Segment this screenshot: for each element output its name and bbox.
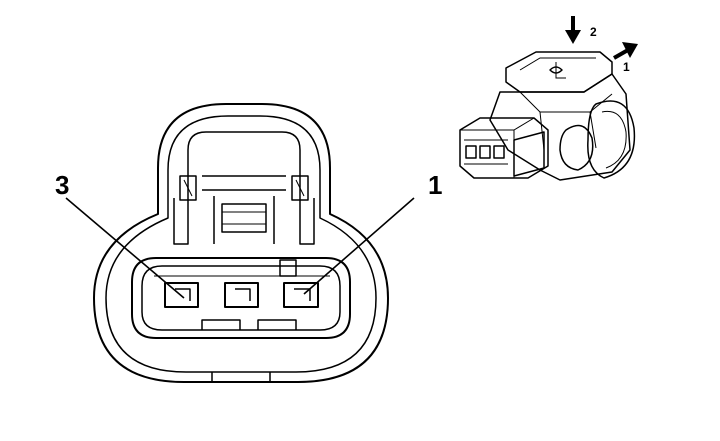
- pin-label-1: 1: [428, 170, 442, 200]
- iso-seal-ring: [587, 100, 636, 179]
- iso-pin-slot-3: [493, 145, 505, 159]
- leader-line-pin-3: [65, 197, 185, 299]
- terminal-1: [279, 259, 319, 308]
- terminal-3: [164, 282, 199, 308]
- housing-inner-outline: [105, 115, 377, 373]
- housing-outer-outline: [93, 103, 389, 383]
- pin-label-3: 3: [55, 170, 69, 200]
- arrow-label-1: 1: [623, 60, 630, 74]
- connector-front-view: 3 1: [55, 103, 442, 383]
- leader-line-pin-1: [303, 197, 415, 295]
- connector-iso-view: 2 1: [459, 16, 638, 181]
- bottom-key-right: [257, 319, 297, 330]
- terminal-2: [224, 282, 259, 308]
- arrow-diagonal-icon: [613, 42, 638, 60]
- cavity-outer: [131, 257, 351, 339]
- iso-nose: [459, 117, 549, 179]
- iso-pin-slot-1: [465, 145, 477, 159]
- iso-body-main: [489, 73, 631, 181]
- latch: [173, 131, 315, 245]
- arrow-label-2: 2: [590, 25, 597, 39]
- housing-bottom-tab: [211, 372, 271, 382]
- iso-pin-slot-2: [479, 145, 491, 159]
- bottom-key-left: [201, 319, 241, 330]
- cavity-inner: [141, 265, 341, 331]
- arrow-down-icon: [565, 16, 581, 44]
